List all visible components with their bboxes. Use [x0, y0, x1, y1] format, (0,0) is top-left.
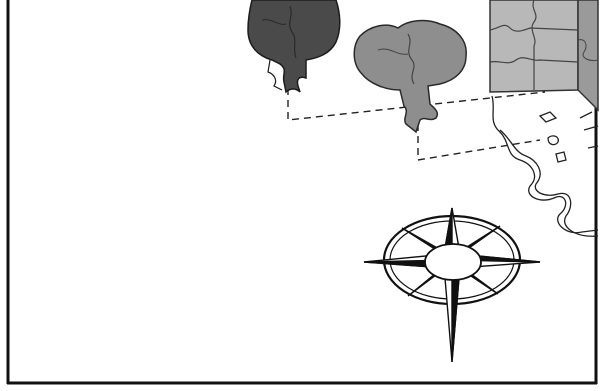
dark-puzzle-tree-icon [248, 0, 340, 92]
puzzle-base-piece-icon [492, 96, 598, 236]
puzzle-box-icon [490, 0, 598, 110]
light-puzzle-tree-icon [354, 21, 466, 132]
compass-rose-icon [364, 208, 540, 362]
